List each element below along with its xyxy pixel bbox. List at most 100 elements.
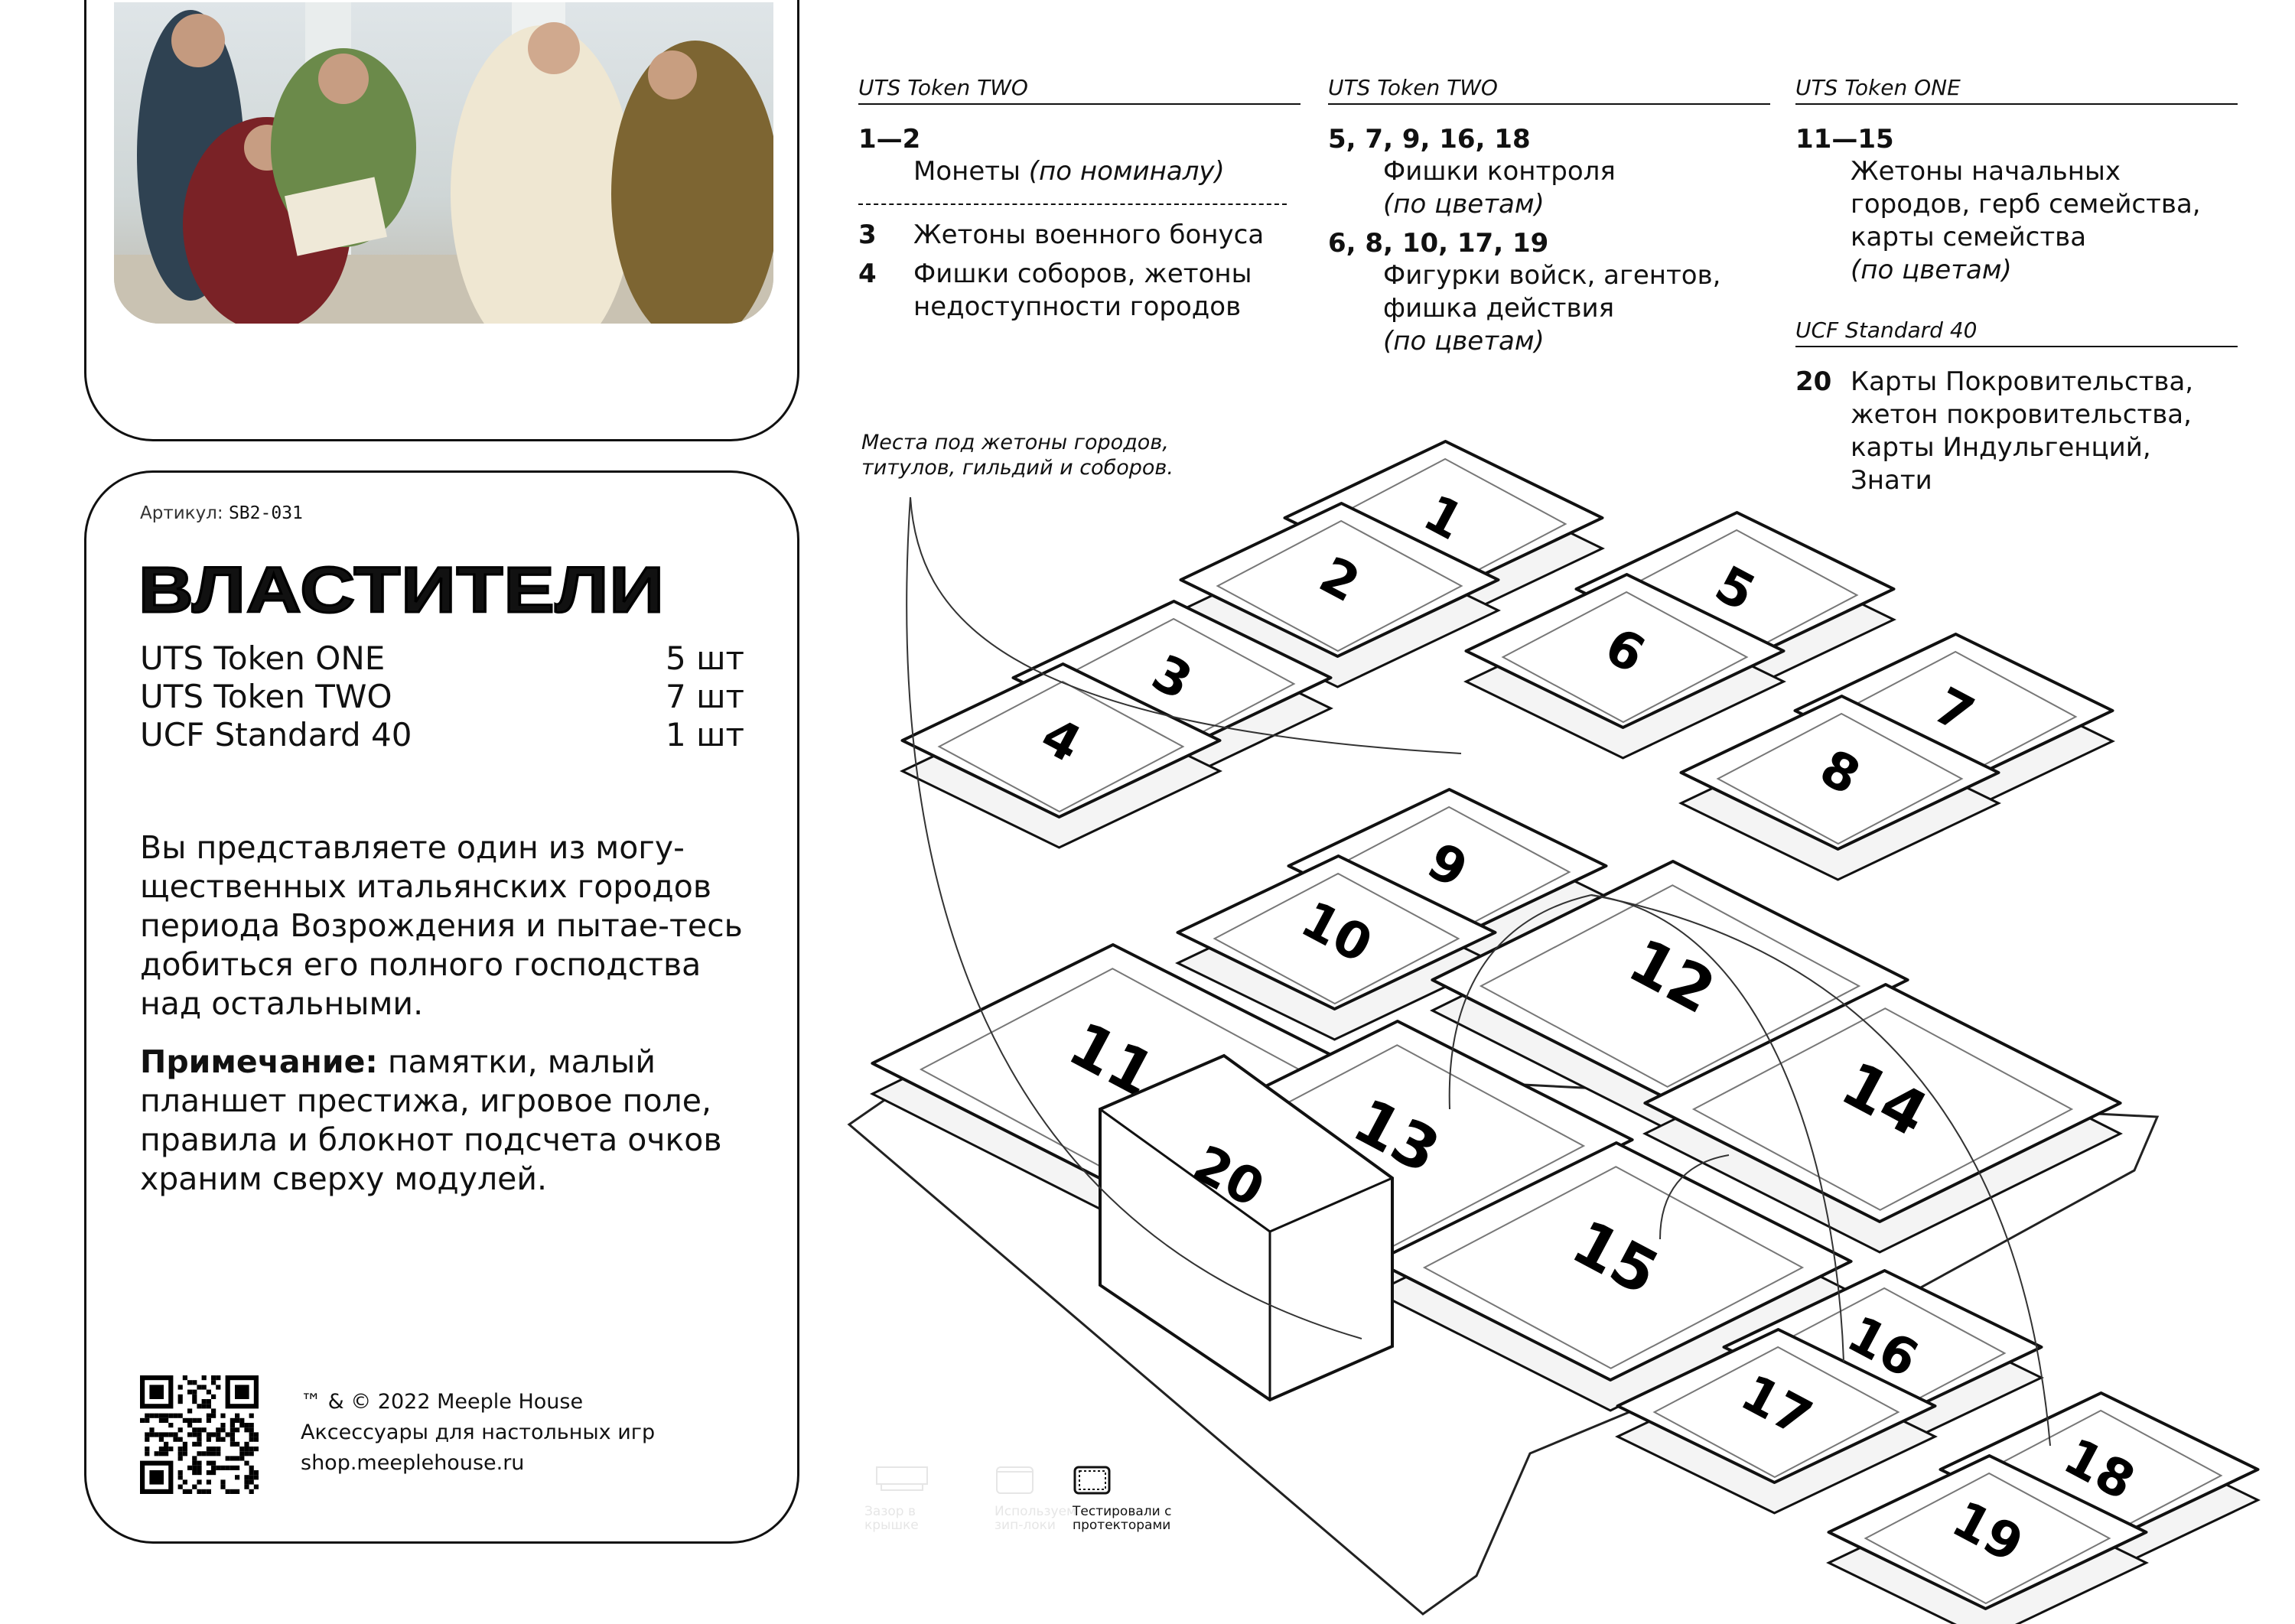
item-text: Жетоны военного бонуса <box>913 220 1265 250</box>
tray-rim <box>1616 1328 1937 1484</box>
copyright: ™ & © 2022 Meeple House <box>301 1390 584 1414</box>
contents-text: Жетоны начальных городов, герб семейства… <box>1851 156 2201 252</box>
tray-floor <box>1501 591 1749 724</box>
illustration-card <box>84 0 799 441</box>
kit-qty: 5 шт <box>666 640 744 677</box>
tray-floor <box>1479 884 1861 1088</box>
column-header: UTS Token TWO <box>1328 75 1770 105</box>
contents-sub: (по цветам) <box>1383 326 1545 356</box>
tray-floor <box>1216 519 1463 653</box>
footer: ™ & © 2022 Meeple House Аксессуары для н… <box>301 1387 655 1479</box>
dashed-divider <box>858 203 1287 205</box>
tray-floor <box>1652 1346 1900 1479</box>
tray-rim <box>900 662 1222 819</box>
product-info-card: Артикул: SB2-031 ВЛАСТИТЕЛИ UTS Token ON… <box>84 470 799 1544</box>
compartment-8: 8 <box>1678 695 2001 881</box>
compartment-contents: Жетоны начальных городов, герб семейства… <box>1795 155 2238 287</box>
note: Примечание: памятки, малый планшет прест… <box>140 1043 752 1199</box>
contents-text: Фигурки войск, агентов, фишка действия <box>1383 260 1721 324</box>
kit-name: UTS Token ONE <box>140 640 386 677</box>
compartment-numbers: 5, 7, 9, 16, 18 <box>1328 124 1531 155</box>
compartment-contents: Монеты (по номиналу) <box>858 155 1300 188</box>
note-label: Примечание: <box>140 1043 378 1080</box>
compartment-10: 10 <box>1175 854 1498 1041</box>
compartment-numbers: 1—2 <box>858 124 921 155</box>
column-token-two-a: UTS Token TWO 1—2 Монеты (по номиналу) 3… <box>858 75 1300 324</box>
qr-code[interactable] <box>140 1375 259 1494</box>
column-header: UCF Standard 40 <box>1795 317 2238 347</box>
tray-rim <box>1679 695 2000 851</box>
compartment-17: 17 <box>1615 1328 1938 1515</box>
kit-name: UTS Token TWO <box>140 678 392 715</box>
compartment-14: 14 <box>1642 983 2123 1254</box>
contents-sub: (по номиналу) <box>1028 156 1225 187</box>
tray-rim <box>1431 860 1909 1100</box>
article-label: Артикул: <box>140 503 223 523</box>
tray-rim <box>1176 854 1497 1011</box>
compartment-15: 15 <box>1373 1141 1854 1412</box>
legend-label: Тестировали с протекторами <box>1073 1504 1172 1533</box>
compartment-12: 12 <box>1430 860 1910 1131</box>
item-text: Фишки соборов, жетоны недоступности горо… <box>913 259 1252 322</box>
item-number: 4 <box>858 259 877 289</box>
annotation-text: Места под жетоны городов, титулов, гильд… <box>861 431 1174 480</box>
tray-rim <box>1179 502 1500 658</box>
legend-sleeves: Тестировали с протекторами <box>1073 1465 1203 1532</box>
list-item: 20 Карты Покровительства, жетон покровите… <box>1795 366 2238 497</box>
lid-gap-icon <box>876 1466 928 1491</box>
item-number: 3 <box>858 220 877 250</box>
tray-floor <box>1691 1007 2074 1211</box>
article-code: SB2-031 <box>228 503 303 523</box>
legend-lid-gap: Зазор в крышке <box>864 1465 949 1532</box>
column-header: UTS Token TWO <box>858 75 1300 105</box>
contents-text: Монеты <box>913 156 1029 187</box>
sleeved-card-icon <box>1073 1466 1111 1495</box>
kit-row: UTS Token TWO 7 шт <box>140 678 744 716</box>
kit-list: UTS Token ONE 5 шт UTS Token TWO 7 шт UCF … <box>140 640 744 754</box>
compartment-numbers: 11—15 <box>1795 124 1894 155</box>
contents-sub: (по цветам) <box>1851 255 2012 285</box>
item-text: Карты Покровительства, жетон покровитель… <box>1851 366 2194 496</box>
shop-link[interactable]: shop.meeplehouse.ru <box>301 1451 525 1475</box>
contents-sub: (по цветам) <box>1383 189 1545 220</box>
legend-zip-lock: Используем зип-локи <box>994 1465 1094 1532</box>
tray-rim <box>1374 1141 1853 1382</box>
contents-text: Фишки контроля <box>1383 156 1616 187</box>
compartment-4: 4 <box>900 662 1222 849</box>
compartment-contents: Фишки контроля(по цветам) <box>1328 155 1770 221</box>
compartment-19: 19 <box>1826 1454 2149 1624</box>
kit-qty: 1 шт <box>666 716 744 753</box>
note-text: памятки, малый планшет престижа, игровое… <box>140 1043 722 1197</box>
zip-lock-icon <box>996 1466 1034 1494</box>
kit-row: UTS Token ONE 5 шт <box>140 640 744 678</box>
legend-label: Зазор в крышке <box>864 1504 919 1533</box>
annotation-arrows <box>906 496 2051 1447</box>
tray-floor <box>1716 712 1964 845</box>
renaissance-illustration <box>114 2 773 324</box>
tray-floor <box>1422 1166 1805 1369</box>
tray-rim <box>1827 1454 2148 1610</box>
card-holder-20: 20 <box>1099 1053 1394 1402</box>
column-header: UTS Token ONE <box>1795 75 2238 105</box>
tray-rim <box>1643 983 2122 1223</box>
product-title: ВЛАСТИТЕЛИ <box>137 553 665 627</box>
legend-label: Используем зип-локи <box>994 1504 1076 1533</box>
list-item: 3 Жетоны военного бонуса <box>858 219 1300 252</box>
kit-row: UCF Standard 40 1 шт <box>140 716 744 754</box>
compartment-numbers: 6, 8, 10, 17, 19 <box>1328 228 1549 259</box>
kit-name: UCF Standard 40 <box>140 716 412 753</box>
tray-floor <box>1864 1472 2111 1605</box>
description: Вы представляете один из могу-щественных… <box>140 829 743 1022</box>
item-number: 20 <box>1795 366 1832 397</box>
tray-floor <box>1213 872 1460 1005</box>
column-token-two-b: UTS Token TWO 5, 7, 9, 16, 18 Фишки конт… <box>1328 75 1770 358</box>
tagline: Аксессуары для настольных игр <box>301 1421 656 1444</box>
tray-floor <box>937 680 1185 813</box>
column-token-one: UTS Token ONE 11—15 Жетоны начальных гор… <box>1795 75 2238 497</box>
kit-qty: 7 шт <box>666 678 744 715</box>
compartment-6: 6 <box>1463 573 1786 760</box>
card-holder-body <box>1099 1053 1394 1402</box>
article-number: Артикул: SB2-031 <box>140 503 303 523</box>
